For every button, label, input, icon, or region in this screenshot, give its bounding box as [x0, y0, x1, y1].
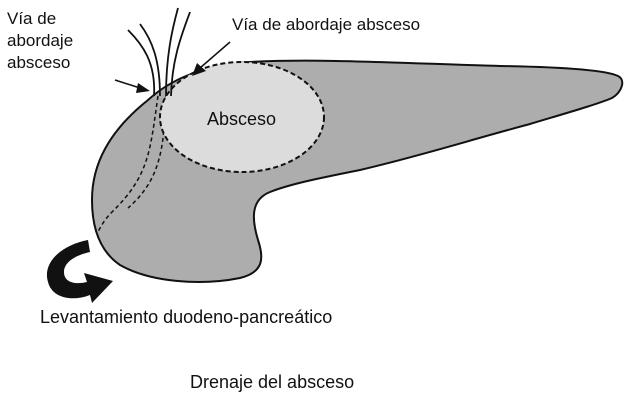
curved-arrow-icon	[47, 240, 113, 303]
maneuver-label: Levantamiento duodeno-pancreático	[40, 306, 332, 328]
drain-tube-inner-left	[140, 24, 160, 96]
left-route-label-line1: Vía de	[7, 8, 56, 30]
abscess-label: Absceso	[207, 108, 276, 130]
left-route-label-line3: absceso	[7, 52, 70, 74]
figure-caption: Drenaje del absceso	[190, 371, 354, 393]
left-route-label-line2: abordaje	[7, 30, 73, 52]
top-route-label: Vía de abordaje absceso	[232, 14, 420, 36]
left-label-arrowhead	[136, 83, 150, 93]
left-label-pointer	[115, 80, 140, 88]
